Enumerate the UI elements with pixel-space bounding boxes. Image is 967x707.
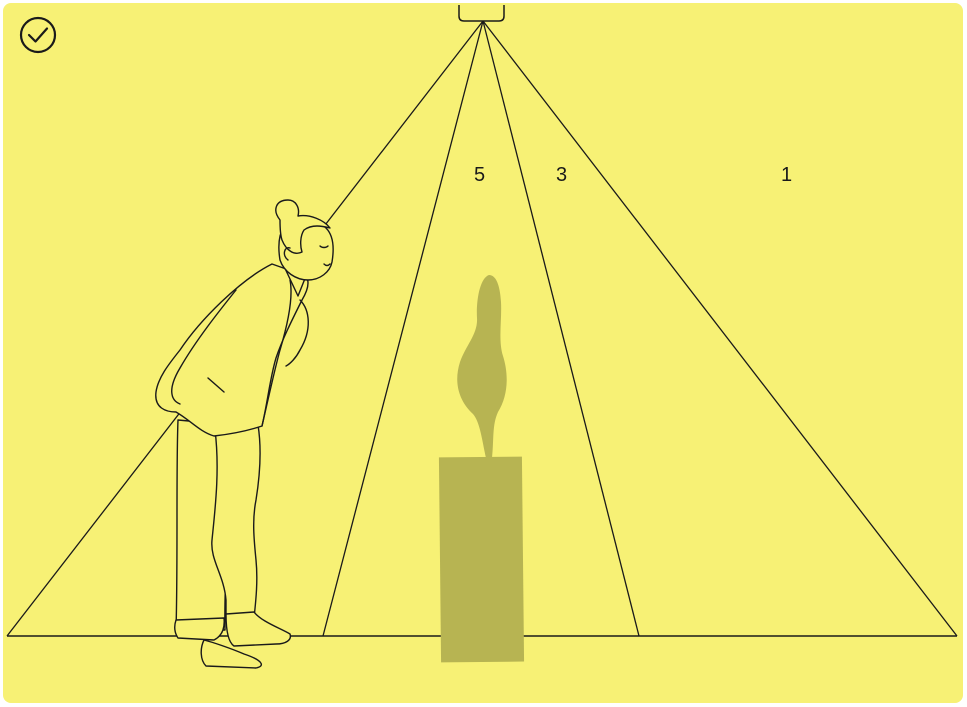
outer-zone-right-edge: [483, 21, 957, 636]
person-shoe-back: [175, 618, 224, 640]
plant-pot: [439, 457, 524, 663]
ceiling-sensor-icon: [459, 5, 504, 21]
check-circle-icon[interactable]: [21, 18, 55, 52]
person-shoe-front: [226, 612, 290, 646]
potted-plant-icon: [439, 275, 524, 662]
zone-label-3: 3: [556, 164, 567, 186]
zone-label-1: 1: [781, 164, 792, 186]
plant-leaf: [457, 275, 506, 458]
person-leaning-icon: [156, 200, 333, 668]
person-coat: [156, 264, 308, 436]
zone-label-5: 5: [474, 164, 485, 186]
